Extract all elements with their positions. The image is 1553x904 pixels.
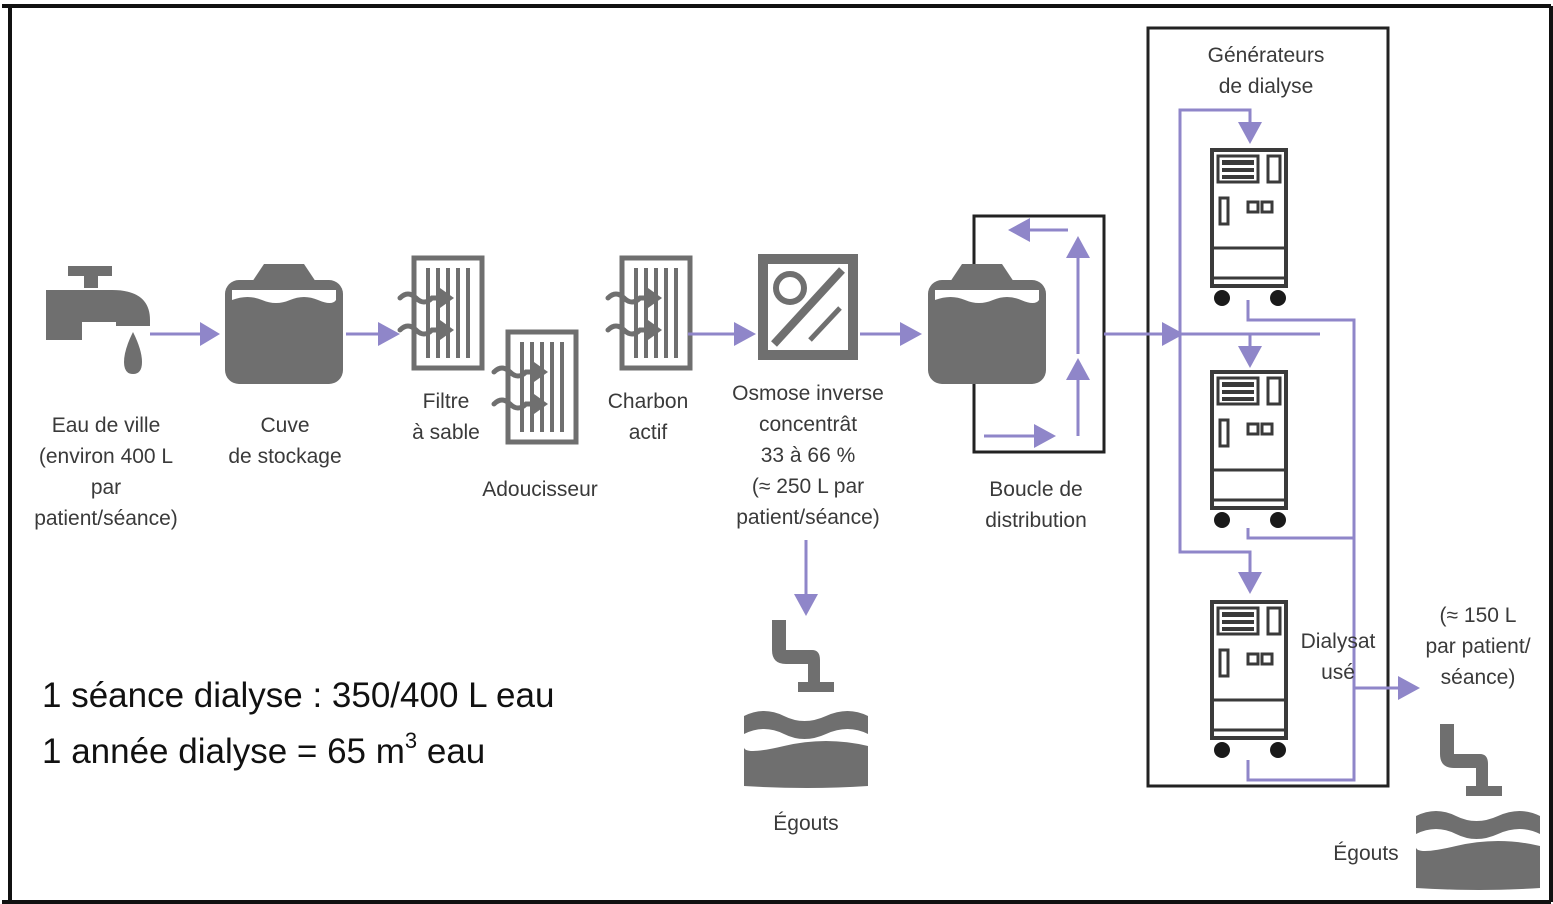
label-egouts-1: Égouts — [773, 812, 839, 835]
label-egouts-2: Égouts — [1333, 842, 1399, 865]
note-annee-prefix: 1 année dialyse = 65 m — [42, 732, 405, 771]
frame — [2, 4, 1553, 904]
drain-icon — [743, 620, 868, 788]
distribution-tank-icon — [928, 264, 1046, 384]
drain-icon — [1415, 724, 1540, 890]
dialysis-generator-icon — [1210, 148, 1288, 308]
sand-filter-icon — [400, 258, 482, 368]
note-seance: 1 séance dialyse : 350/400 L eau — [42, 676, 555, 715]
note-annee-suffix: eau — [417, 732, 486, 771]
generators-enclosure — [1146, 26, 1390, 788]
storage-tank-icon — [225, 264, 343, 384]
softener-icon — [494, 332, 576, 442]
dialysis-generator-icon — [1210, 370, 1288, 530]
tap-icon — [46, 266, 150, 374]
flow-lines — [150, 108, 1398, 782]
dialysis-generator-icon — [1210, 600, 1288, 760]
reverse-osmosis-icon — [758, 254, 858, 360]
note-annee-exponent: 3 — [404, 728, 418, 753]
label-adoucisseur: Adoucisseur — [482, 478, 598, 501]
flow-arrowheads — [200, 122, 1420, 700]
note-annee: 1 année dialyse = 65 m3 eau — [42, 728, 486, 772]
activated-carbon-icon — [608, 258, 690, 368]
